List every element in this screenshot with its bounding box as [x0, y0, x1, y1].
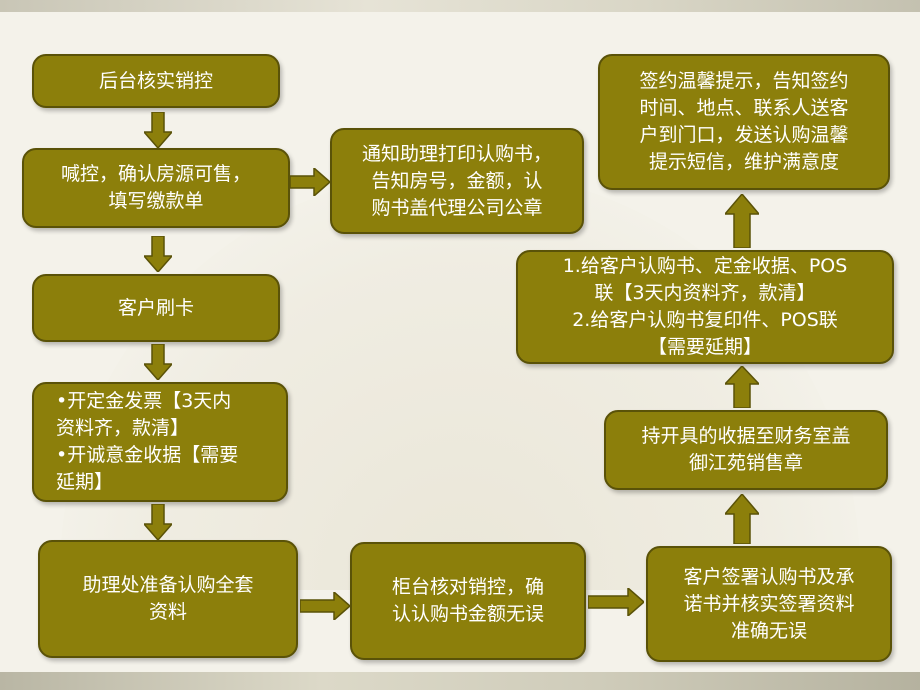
arrow-down-2	[144, 236, 172, 272]
arrow-down-3	[144, 344, 172, 380]
step-notify-assistant-text: 通知助理打印认购书， 告知房号，金额，认 购书盖代理公司公章	[361, 142, 552, 219]
bottom-decorative-band	[0, 672, 920, 690]
step-signing-reminder: 签约温馨提示，告知签约 时间、地点、联系人送客 户到门口，发送认购温馨 提示短信…	[598, 54, 890, 190]
arrow-down-4	[144, 504, 172, 540]
step-counter-check-text: 柜台核对销控，确 认认购书金额无误	[391, 576, 544, 625]
step-verify-sales-control-text: 后台核实销控	[98, 69, 213, 92]
step-stamp-receipt: 持开具的收据至财务室盖 御江苑销售章	[604, 410, 888, 490]
step-signing-reminder-text: 签约温馨提示，告知签约 时间、地点、联系人送客 户到门口，发送认购温馨 提示短信…	[639, 70, 849, 173]
arrow-up-1	[725, 494, 759, 544]
step-customer-card-payment-text: 客户刷卡	[117, 296, 194, 319]
step-issue-invoice-text: •开定金发票【3天内 资料齐，款清】 •开诚意金收据【需要 延期】	[56, 390, 239, 493]
arrow-up-2	[725, 366, 759, 408]
arrow-right-to-counter	[300, 592, 350, 620]
step-verify-sales-control: 后台核实销控	[32, 54, 280, 108]
step-notify-assistant: 通知助理打印认购书， 告知房号，金额，认 购书盖代理公司公章	[330, 128, 584, 234]
step-prepare-documents: 助理处准备认购全套 资料	[38, 540, 298, 658]
step-confirm-availability-text: 喊控，确认房源可售， 填写缴款单	[60, 163, 251, 212]
step-counter-check: 柜台核对销控，确 认认购书金额无误	[350, 542, 586, 660]
arrow-right-to-notify	[290, 168, 330, 196]
step-confirm-availability: 喊控，确认房源可售， 填写缴款单	[22, 148, 290, 228]
step-customer-sign-text: 客户签署认购书及承 诺书并核实签署资料 准确无误	[683, 565, 855, 642]
step-customer-sign: 客户签署认购书及承 诺书并核实签署资料 准确无误	[646, 546, 892, 662]
step-stamp-receipt-text: 持开具的收据至财务室盖 御江苑销售章	[641, 425, 851, 474]
step-issue-invoice: •开定金发票【3天内 资料齐，款清】 •开诚意金收据【需要 延期】	[32, 382, 288, 502]
step-customer-card-payment: 客户刷卡	[32, 274, 280, 342]
arrow-right-to-sign	[588, 588, 644, 616]
step-prepare-documents-text: 助理处准备认购全套 资料	[82, 574, 254, 623]
top-decorative-band	[0, 0, 920, 12]
arrow-down-1	[144, 112, 172, 148]
step-give-documents-text: 1.给客户认购书、定金收据、POS 联【3天内资料齐，款清】 2.给客户认购书复…	[562, 255, 848, 358]
arrow-up-3	[725, 194, 759, 248]
step-give-documents: 1.给客户认购书、定金收据、POS 联【3天内资料齐，款清】 2.给客户认购书复…	[516, 250, 894, 364]
